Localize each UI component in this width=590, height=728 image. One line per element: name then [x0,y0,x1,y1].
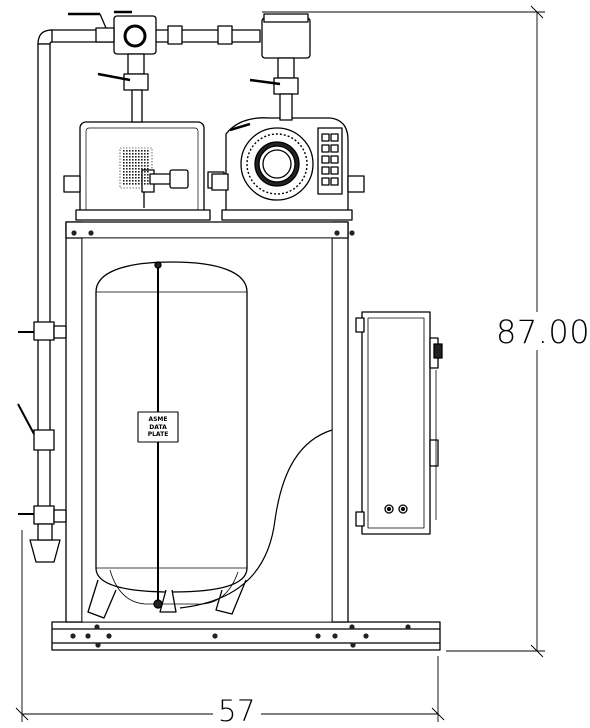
vacuum-pump-system-drawing [15,5,545,722]
height-dimension-label: 87.00 [496,313,590,351]
height-dimension [262,5,545,658]
control-panel [355,311,443,535]
vent-grille [122,150,150,186]
receiver-tank [87,261,333,619]
asme-data-plate: ASME DATA PLATE [141,416,175,439]
width-dimension-label: 57 [213,697,261,726]
base-skid [51,621,441,651]
plate-line-2: DATA [149,423,167,431]
side-valves [17,321,67,563]
inlet-piping [37,10,311,515]
plate-line-3: PLATE [147,431,169,438]
plate-line-1: ASME [148,416,168,423]
right-pump [211,117,365,221]
